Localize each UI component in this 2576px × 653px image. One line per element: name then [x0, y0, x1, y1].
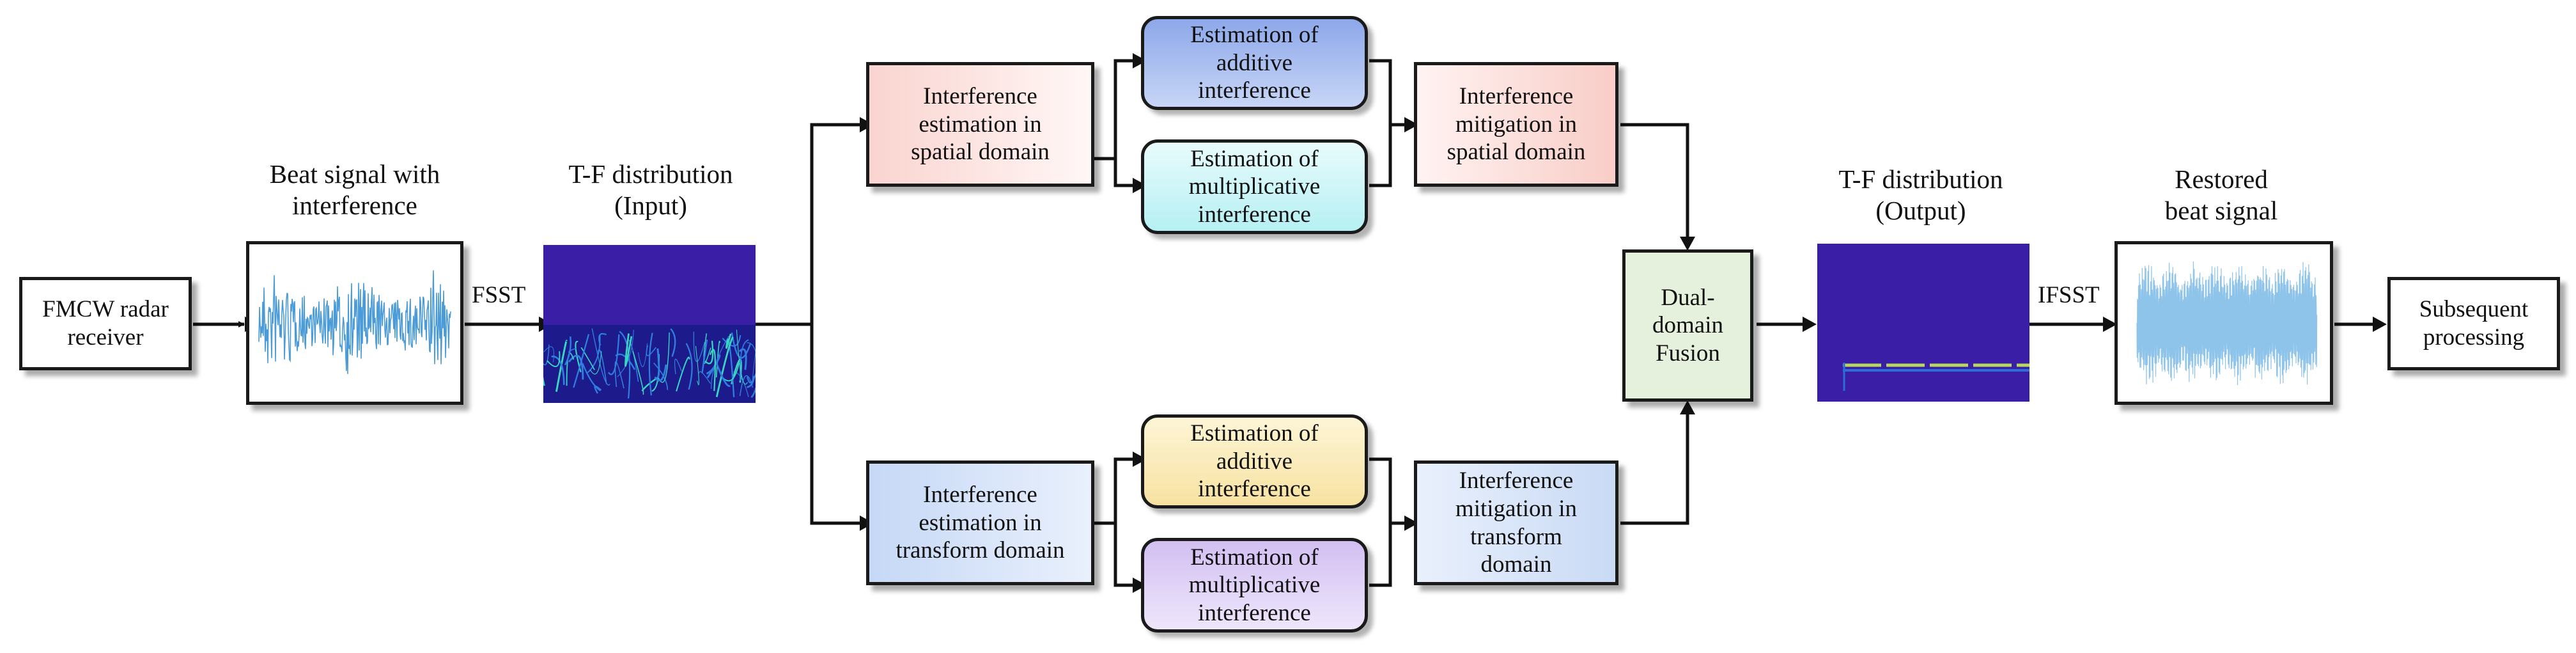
restored-waveform-trace: [2136, 261, 2318, 386]
tf-input-interference-stroke: [555, 340, 568, 392]
interference-mitigation-spatial-box: Interference mitigation in spatial domai…: [1414, 62, 1618, 187]
tf-input-interference-stroke: [646, 345, 656, 356]
restored-waveform: [2136, 261, 2318, 386]
restored-signal-title: Restored beat signal: [2164, 164, 2278, 226]
tf-output-title: T-F distribution (Output): [1838, 164, 2003, 226]
tf-input-interference-stroke: [695, 345, 700, 386]
branch-to-transform: [810, 324, 860, 525]
tf-input-interference-stroke: [582, 363, 601, 391]
tf-input-interference-stroke: [614, 361, 625, 389]
branch-to-spatial: [810, 123, 860, 324]
tf-input-interference-stroke: [676, 356, 690, 392]
tf-input-image: [543, 325, 756, 403]
tf-input-interference-stroke: [715, 340, 720, 378]
tf-input-interference-stroke: [715, 336, 734, 398]
multiplicative-estimation-bottom-box: Estimation of multiplicative interferenc…: [1141, 538, 1368, 633]
tf-input-interference-stroke: [739, 375, 753, 397]
tf-input-interference-stroke: [739, 339, 749, 381]
tf-input-interference-stroke: [573, 334, 590, 388]
interference-mitigation-transform-box: Interference mitigation in transform dom…: [1414, 460, 1618, 585]
arrowhead: [1133, 452, 1147, 467]
tf-input-interference-stroke: [543, 344, 550, 366]
tf-input-interference-stroke: [747, 372, 756, 384]
tf-input-interference-stroke: [701, 339, 708, 374]
tf-input-interference-stroke: [624, 333, 633, 367]
tf-input-interference-stroke: [715, 361, 731, 387]
beat-signal-title: Beat signal with interference: [269, 159, 440, 221]
tf-input-interference-stroke: [656, 348, 660, 379]
tf-input-spectrogram: [543, 245, 756, 403]
tf-input-interference-stroke: [731, 332, 752, 359]
merge-bot-mult: [1369, 523, 1392, 587]
arrowhead: [2373, 317, 2387, 332]
merge-bot-add: [1369, 457, 1404, 525]
multiplicative-estimation-top-box: Estimation of multiplicative interferenc…: [1141, 139, 1368, 234]
tf-input-interference-stroke: [564, 336, 572, 366]
tf-input-interference-stroke: [747, 342, 756, 353]
split-transform-add: [1094, 457, 1133, 525]
tf-input-interference-stroke: [685, 343, 693, 390]
split-spatial-mult: [1094, 157, 1133, 187]
tf-input-interference-stroke: [543, 346, 554, 363]
arrowhead: [1680, 237, 1695, 251]
tf-input-interference-stroke: [587, 334, 601, 374]
arrowhead: [1803, 317, 1817, 332]
spatial-to-fusion: [1620, 123, 1689, 242]
tf-input-interference-stroke: [738, 348, 747, 370]
arrowhead: [2103, 317, 2117, 332]
fsst-label: FSST: [472, 282, 526, 308]
dual-domain-fusion-box: Dual- domain Fusion: [1622, 249, 1753, 402]
tf-input-interference-stroke: [580, 347, 595, 370]
tf-input-interference-stroke: [693, 331, 706, 362]
tf-input-interference-stroke: [674, 358, 682, 375]
merge-top-mult: [1369, 125, 1392, 187]
split-spatial-add: [1094, 59, 1133, 161]
restored-signal-plot: [2114, 241, 2333, 405]
tf-input-interference-stroke: [547, 351, 561, 367]
arrowhead: [1133, 178, 1147, 193]
ifsst-label: IFSST: [2038, 282, 2100, 308]
tf-input-interference-stroke: [709, 349, 716, 391]
arrowhead: [1404, 117, 1418, 132]
beat-waveform-trace: [258, 270, 451, 374]
tf-input-interference-stroke: [568, 354, 584, 380]
tf-input-interference-stroke: [736, 329, 748, 385]
tf-input-interference-stroke: [706, 354, 721, 379]
tf-output-spectrogram: [1817, 244, 2029, 402]
merge-top-add: [1369, 59, 1404, 127]
arrowhead: [1680, 400, 1695, 414]
additive-estimation-bottom-box: Estimation of additive interference: [1141, 414, 1368, 508]
tf-input-interference-stroke: [670, 328, 676, 358]
transform-to-fusion: [1620, 409, 1689, 525]
tf-input-interference-stroke: [543, 376, 545, 386]
tf-input-interference-stroke: [725, 333, 732, 349]
arrowhead: [1133, 578, 1147, 593]
fmcw-receiver-box: FMCW radar receiver: [19, 277, 192, 370]
tf-input-interference-stroke: [722, 363, 740, 382]
tf-input-interference-stroke: [591, 328, 610, 386]
beat-waveform: [258, 270, 451, 374]
tf-input-interference-stroke: [632, 350, 644, 395]
beat-signal-plot: [246, 241, 463, 405]
tf-input-interference-stroke: [704, 340, 714, 365]
tf-input-interference-stroke: [750, 386, 756, 398]
tf-input-title: T-F distribution (Input): [568, 159, 733, 221]
interference-estimation-spatial-box: Interference estimation in spatial domai…: [866, 62, 1094, 187]
tf-input-interference-stroke: [551, 356, 565, 385]
tf-input-interference-stroke: [654, 364, 667, 382]
split-transform-mult: [1094, 521, 1133, 587]
tf-input-interference-stroke: [598, 333, 607, 346]
tf-input-interference-stroke: [589, 350, 602, 375]
subsequent-processing-box: Subsequent processing: [2387, 277, 2560, 370]
arrowhead: [1404, 515, 1418, 531]
tf-output-image: [1843, 363, 2029, 391]
tf-input-interference-stroke: [752, 349, 756, 388]
additive-estimation-top-box: Estimation of additive interference: [1141, 16, 1368, 110]
arrowhead: [1133, 53, 1147, 68]
tf-input-interference-stroke: [648, 333, 653, 396]
interference-estimation-transform-box: Interference estimation in transform dom…: [866, 460, 1094, 585]
